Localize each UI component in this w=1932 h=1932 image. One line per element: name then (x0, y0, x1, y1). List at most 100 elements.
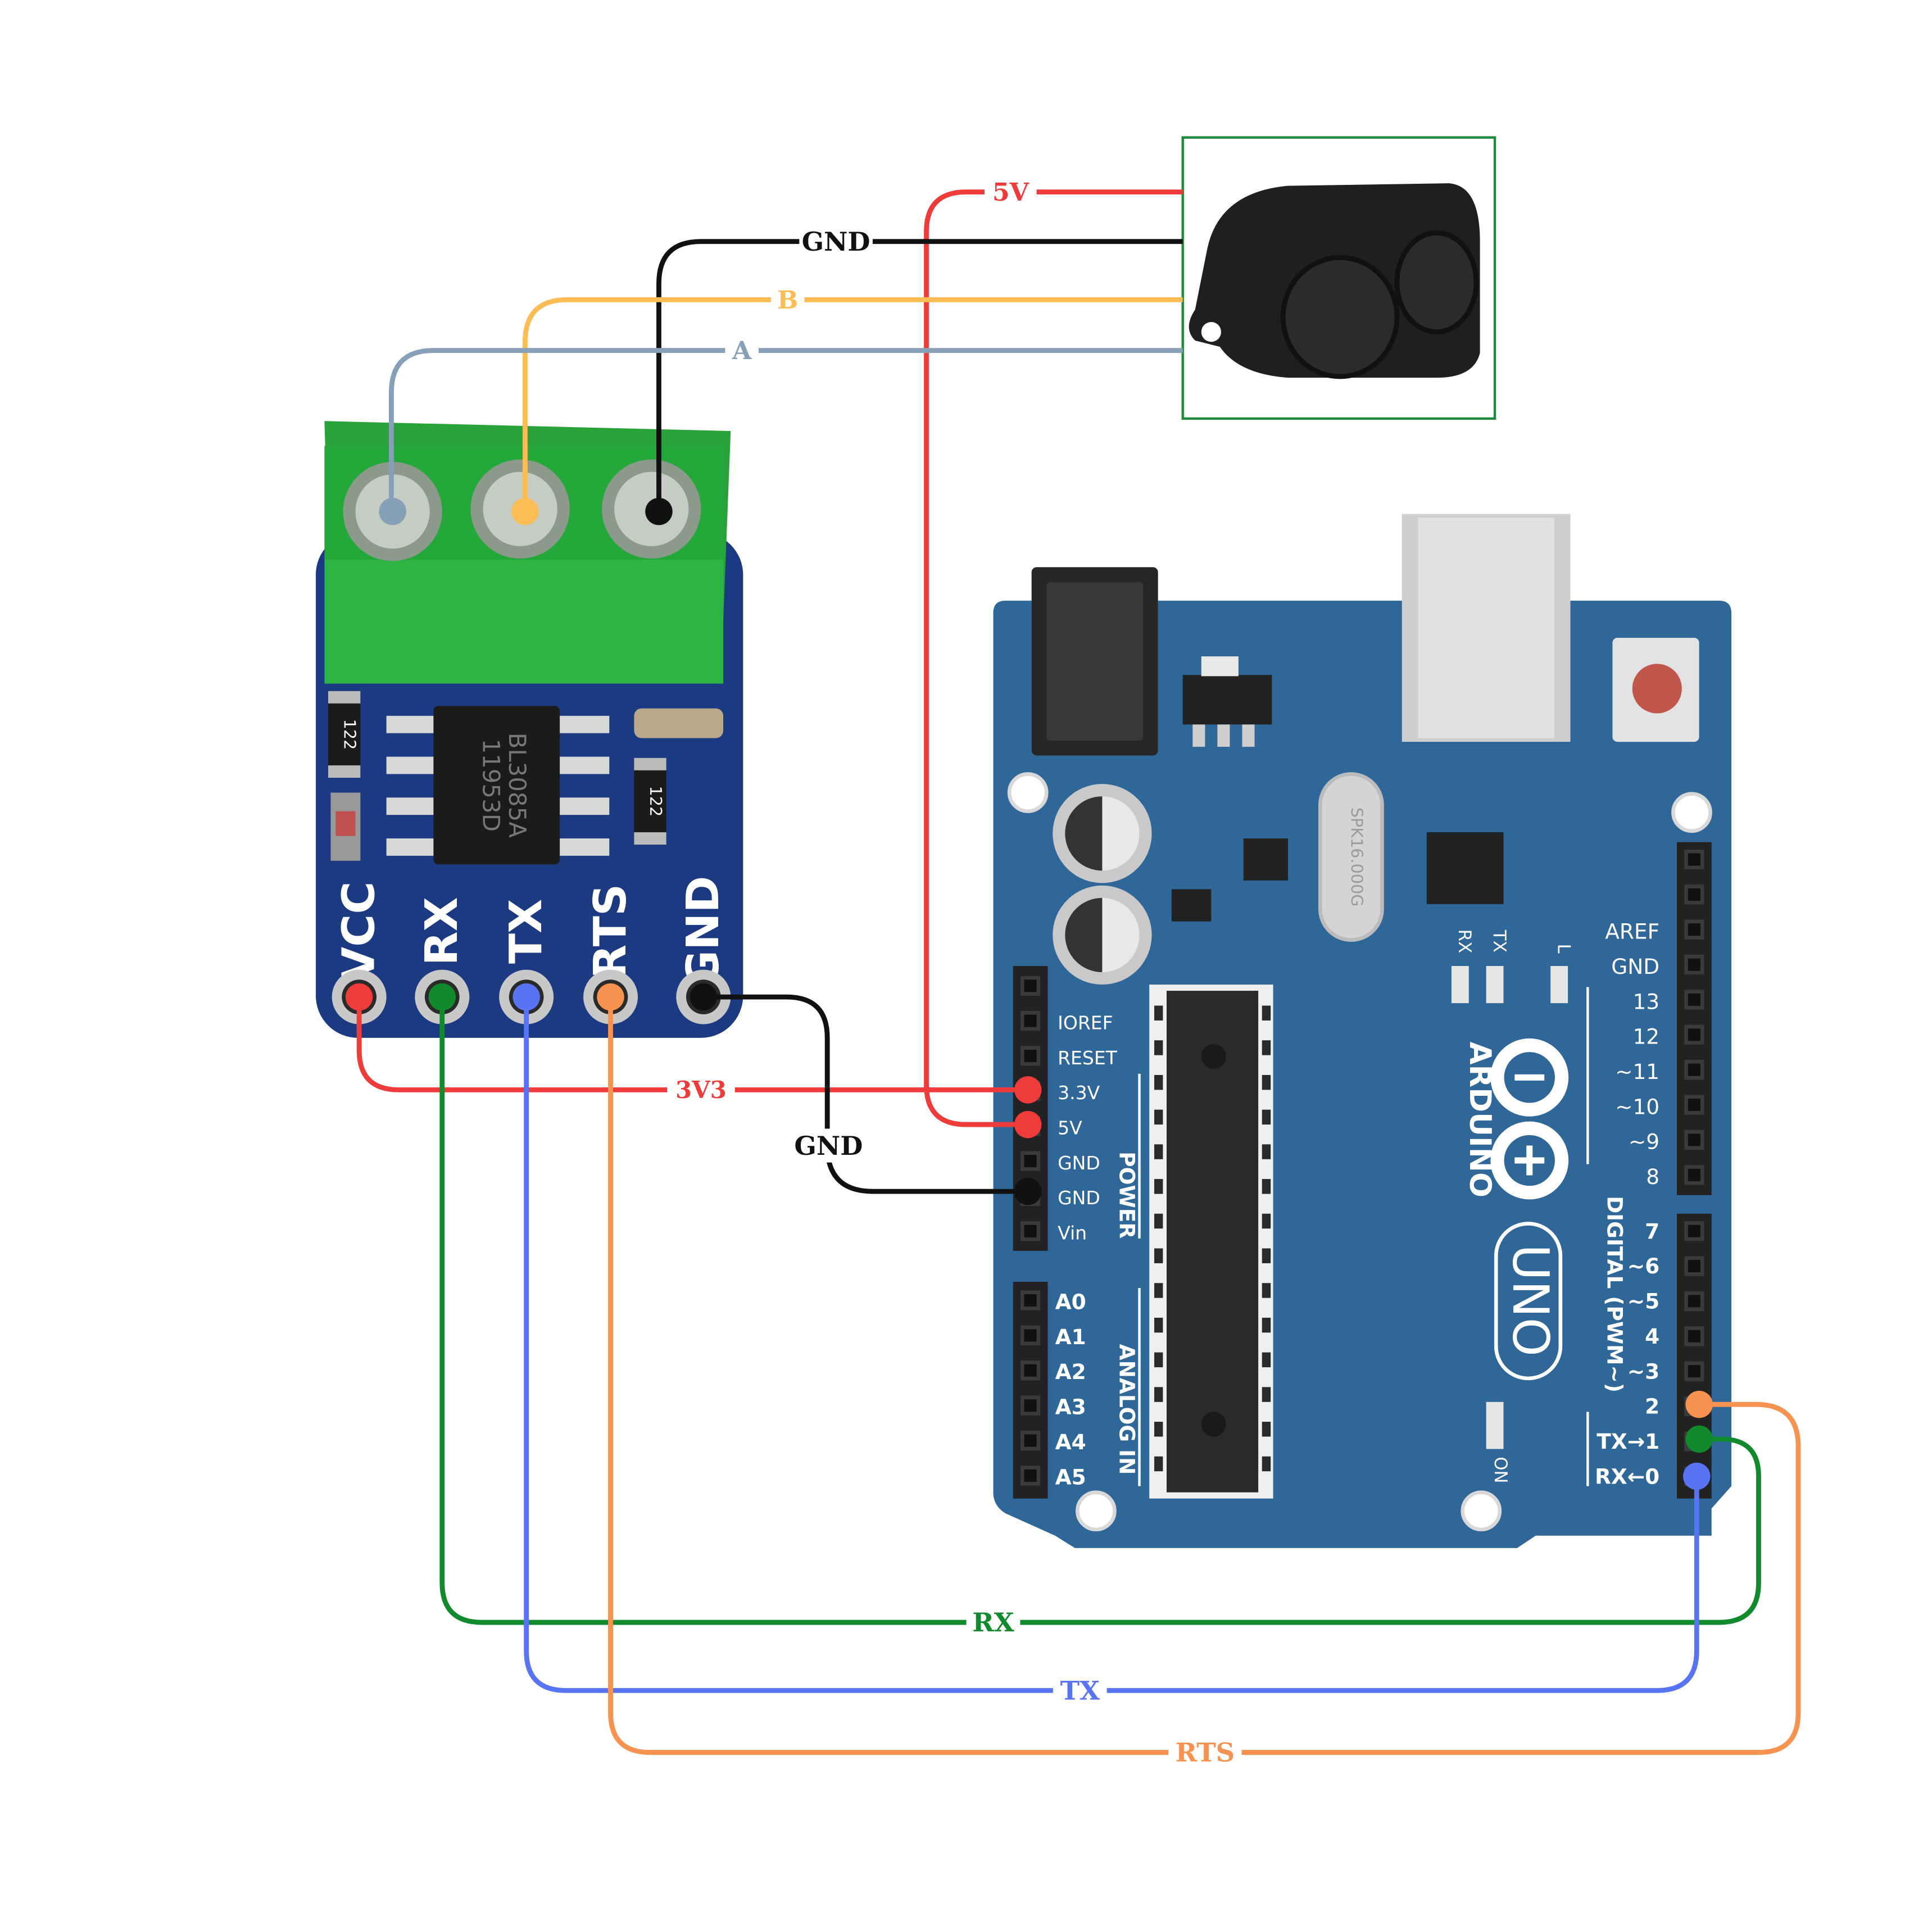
distance-sensor (1181, 136, 1496, 420)
atmega-chip (1167, 991, 1259, 1493)
digital-pin-label: ~10 (1615, 1094, 1659, 1119)
wire-5v (924, 189, 1183, 1127)
digital-pin-label: RX←0 (1595, 1464, 1659, 1489)
wire-tx (524, 997, 1699, 1693)
mounting-hole (1007, 772, 1049, 813)
wire-label-a: A (732, 337, 752, 365)
resistor-label: 122 (341, 719, 360, 750)
wire-3v3 (356, 997, 1028, 1092)
wire-gnd-sensor (656, 239, 1183, 512)
led-l-label: L (1553, 944, 1573, 954)
wire-label-rx: RX (972, 1607, 1014, 1638)
power-pin-label: GND (1058, 1187, 1100, 1209)
power-header (1013, 966, 1048, 1251)
digital-pin-label: ~5 (1627, 1289, 1659, 1314)
uno-model-label: UNO (1502, 1244, 1559, 1357)
analog-header (1013, 1281, 1048, 1499)
wire-gnd-arduino (703, 994, 1028, 1194)
wire-endpoint-dot (428, 983, 456, 1011)
analog-pin-label: A4 (1055, 1430, 1086, 1454)
power-pin-label: Vin (1058, 1222, 1087, 1244)
digital-pin-label: ~11 (1615, 1059, 1659, 1084)
digital-pin-label: 8 (1646, 1164, 1659, 1189)
resistor-label: 122 (646, 786, 665, 817)
wire-endpoint-dot (1014, 1076, 1042, 1104)
digital-pin-label: ~6 (1627, 1254, 1659, 1278)
wire-endpoint-dot (379, 497, 406, 525)
digital-pin-label: 12 (1632, 1024, 1659, 1049)
wire-label-gnd-arduino: GND (794, 1131, 863, 1161)
arduino-logo-icon (1490, 1038, 1569, 1200)
wire-endpoint-dot (690, 983, 718, 1011)
power-pin-label: RESET (1058, 1047, 1118, 1069)
digital-pin-label: 4 (1645, 1324, 1659, 1349)
wire-label-3v3: 3V3 (675, 1076, 727, 1104)
mounting-hole (1671, 792, 1712, 833)
wire-endpoint-dot (1683, 1462, 1711, 1490)
digital-pin-label: TX→1 (1597, 1429, 1659, 1454)
module-chip (433, 706, 560, 865)
power-section-label: POWER (1114, 1151, 1139, 1239)
wire-endpoint-dot (645, 497, 673, 525)
wire-endpoints (345, 497, 1713, 1490)
wire-label-tx: TX (1060, 1675, 1100, 1706)
power-pin-label: 5V (1058, 1117, 1082, 1139)
sensor-lens-left (1280, 255, 1400, 379)
digital-pin-label: ~9 (1629, 1130, 1659, 1154)
led-on-label: ON (1490, 1457, 1511, 1483)
chip-label-2: 11953D (478, 739, 505, 832)
capacitor (1053, 885, 1152, 985)
digital-pin-label: ~3 (1627, 1359, 1659, 1384)
arduino-uno-board: SPK16.000G RX TX L ON IOREF RESET 3.3V 5V GN… (993, 514, 1731, 1548)
wire-label-rts: RTS (1176, 1738, 1235, 1768)
crystal-oscillator (1318, 772, 1384, 942)
resistor (634, 758, 666, 845)
analog-pin-label: A2 (1055, 1359, 1086, 1384)
sensor-lens-right (1394, 230, 1479, 335)
led-rx-label: RX (1454, 929, 1475, 954)
power-pin-label: 3.3V (1058, 1082, 1100, 1104)
wire-endpoint-dot (511, 497, 539, 525)
wire-endpoint-dot (1685, 1390, 1713, 1418)
resistor (328, 691, 361, 778)
module-pin-label: TX (500, 899, 552, 964)
digital-pin-label: AREF (1605, 919, 1659, 944)
digital-pin-label: 2 (1645, 1394, 1659, 1419)
digital-pin-label: GND (1611, 954, 1659, 979)
crystal-label: SPK16.000G (1347, 808, 1366, 907)
arduino-brand-label: ARDUINO (1463, 1042, 1497, 1198)
usb-chip (1426, 832, 1504, 904)
wire-b (523, 297, 1183, 512)
digital-pin-label: 7 (1645, 1219, 1659, 1244)
wire-endpoint-dot (345, 983, 373, 1011)
wires (356, 189, 1801, 1755)
wire-endpoint-dot (1014, 1177, 1042, 1205)
module-pin-label: RTS (584, 884, 636, 979)
analog-pin-label: A1 (1055, 1325, 1086, 1349)
wire-label-gnd-sensor: GND (802, 226, 870, 257)
wire-rx (439, 997, 1761, 1625)
wire-label-5v: 5V (992, 178, 1030, 207)
module-pin-label: RX (415, 897, 468, 965)
module-pin-label: GND (677, 876, 729, 987)
wire-endpoint-dot (1685, 1425, 1713, 1453)
analog-pin-label: A3 (1055, 1395, 1086, 1419)
module-pin-label: VCC (333, 881, 385, 981)
power-pin-label: IOREF (1058, 1012, 1113, 1033)
wire-a (389, 348, 1183, 512)
mounting-hole (1461, 1490, 1502, 1532)
power-pin-label: GND (1058, 1152, 1100, 1174)
analog-pin-label: A5 (1055, 1464, 1086, 1489)
digital-pin-label: 13 (1632, 989, 1659, 1014)
mounting-hole (1076, 1490, 1117, 1532)
led-tx-label: TX (1489, 929, 1509, 953)
chip-label-1: BL3085A (504, 733, 531, 838)
wire-endpoint-dot (1014, 1110, 1042, 1139)
digital-section-label: DIGITAL (PWM~) (1603, 1196, 1627, 1393)
analog-pin-label: A0 (1055, 1289, 1086, 1314)
wire-label-b: B (777, 286, 798, 315)
wire-endpoint-dot (513, 983, 540, 1011)
